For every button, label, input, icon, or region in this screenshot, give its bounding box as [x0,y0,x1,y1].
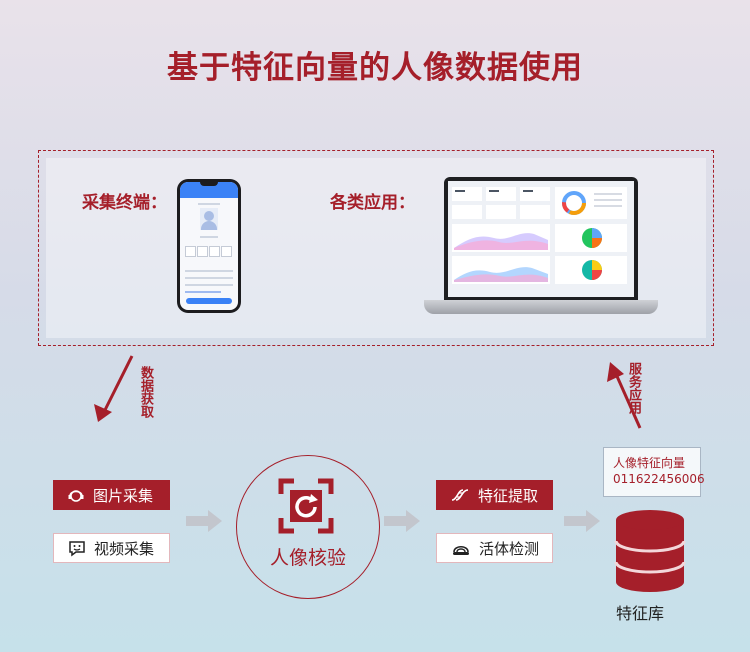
phone-screen [180,182,238,310]
phone-app-header [180,182,238,198]
feature-extraction-text: 特征提取 [478,486,539,505]
phone-submit-button [186,298,232,304]
down-left-arrow-icon [94,355,134,422]
terminal-label: 采集终端： [82,193,167,213]
feature-library-label: 特征库 [615,604,664,623]
right-arrow-icon [564,510,600,532]
apps-label: 各类应用： [330,193,415,213]
liveness-detection-text: 活体检测 [479,539,540,558]
feature-vector-value: 011622456006 [613,472,705,486]
dashboard-screen [448,181,634,297]
feature-vector-title: 人像特征向量 [613,456,686,470]
phone-mockup [177,179,241,313]
face-frame-icon [278,478,334,534]
donut-chart-icon [562,191,586,215]
pie-chart-icon [582,228,602,248]
feature-vector-card: 人像特征向量 011622456006 [603,447,705,497]
video-capture-tag: 视频采集 [53,533,170,563]
right-arrow-icon [384,510,420,532]
headset-face-icon [68,490,84,502]
data-acquisition-label: 数据获取 [138,366,153,418]
area-chart-icon [454,233,548,250]
page-title: 基于特征向量的人像数据使用 [167,50,583,86]
image-capture-text: 图片采集 [93,486,154,505]
right-arrow-icon [186,510,222,532]
video-capture-text: 视频采集 [94,539,155,558]
top-panel-border [38,150,714,346]
area-chart-icon [454,267,548,282]
liveness-detection-tag: 活体检测 [436,533,553,563]
avatar-body-icon [201,221,217,230]
database-icon [614,510,686,592]
portrait-verification-label: 人像核验 [269,547,346,569]
feature-extraction-tag: 特征提取 [436,480,553,510]
up-left-arrow-icon [607,362,642,429]
image-capture-tag: 图片采集 [53,480,170,510]
avatar-head-icon [204,211,214,221]
portrait-verification-circle [236,455,380,599]
pie-chart-icon [582,260,602,280]
face-scan-icon [453,545,469,555]
phone-notch [200,182,218,186]
dna-icon [451,489,469,501]
service-application-label: 服务应用 [626,362,641,414]
laptop-base [424,300,658,314]
chat-face-icon [69,541,85,557]
laptop-mockup [444,177,638,301]
